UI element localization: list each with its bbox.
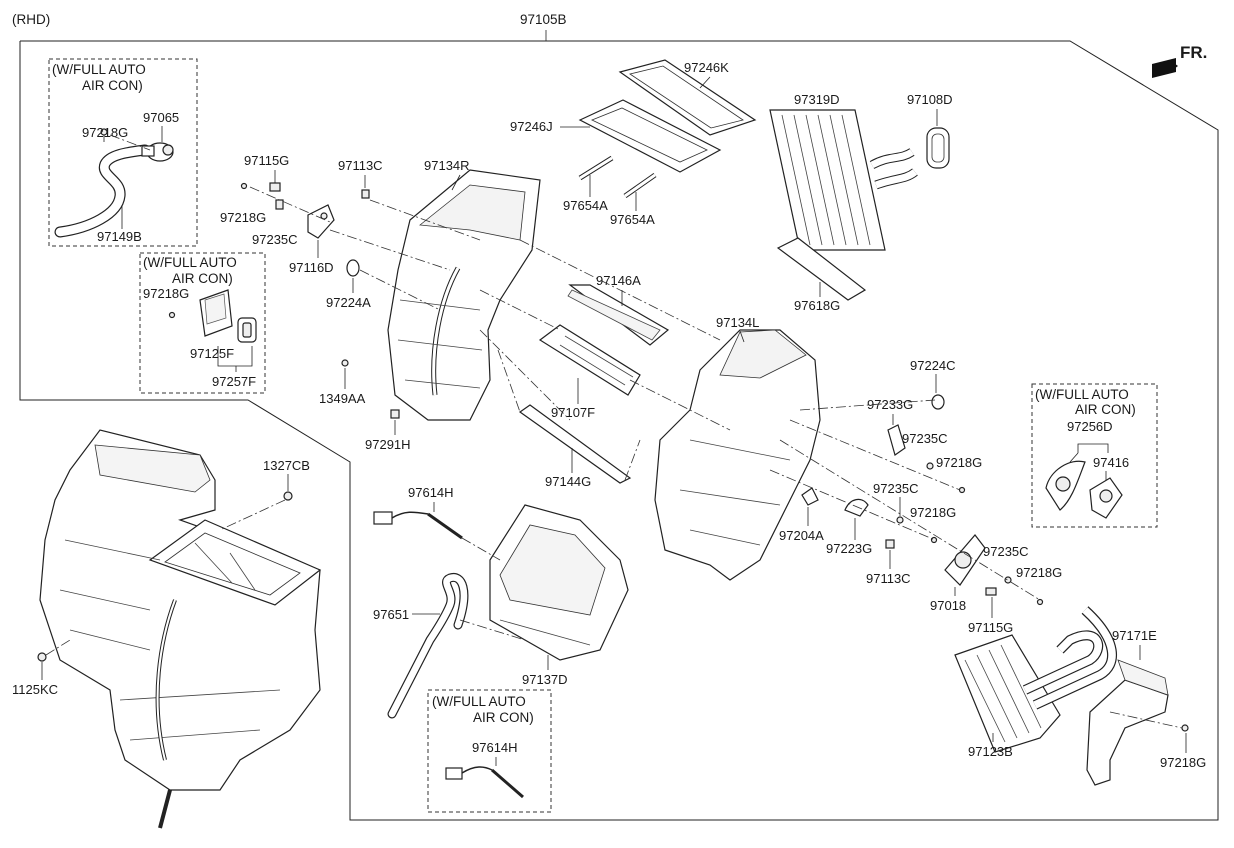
variant-label: (RHD) — [12, 12, 50, 27]
option-note: (W/FULL AUTO — [1035, 387, 1129, 402]
part-label: 97218G — [82, 125, 128, 140]
part-label: 97146A — [596, 273, 641, 288]
seal-97144G — [518, 404, 632, 484]
part-label: 97257F — [212, 374, 256, 389]
gasket-97257F — [237, 317, 257, 343]
part-label: 97137D — [522, 672, 568, 687]
part-label: 97171E — [1112, 628, 1157, 643]
part-label: 97319D — [794, 92, 840, 107]
part-label: 97018 — [930, 598, 966, 613]
evaporator-97319D — [769, 109, 918, 251]
part-label: 97654A — [563, 198, 608, 213]
assembly-outline — [19, 40, 1219, 821]
part-label: 97256D — [1067, 419, 1113, 434]
clip-97115G — [269, 182, 281, 192]
part-label: 97224A — [326, 295, 371, 310]
part-label: 97218G — [1016, 565, 1062, 580]
part-label: 97218G — [143, 286, 189, 301]
part-label: 97149B — [97, 229, 142, 244]
part-label: 97116D — [289, 260, 334, 275]
part-label: 97235C — [902, 431, 948, 446]
part-label: 97223G — [826, 541, 872, 556]
hose-97651 — [387, 572, 469, 719]
part-label: 97218G — [1160, 755, 1206, 770]
sensor-97614H-auto — [445, 766, 524, 799]
lever-97233G — [887, 424, 906, 456]
link-97204A — [801, 487, 819, 506]
part-label: 97218G — [910, 505, 956, 520]
part-label: 97134R — [424, 158, 470, 173]
part-label: 97618G — [794, 298, 840, 313]
part-label: 97416 — [1093, 455, 1129, 470]
front-direction-label: FR. — [1180, 43, 1207, 62]
part-label: 97204A — [779, 528, 824, 543]
filter-cover-97246K — [618, 59, 757, 136]
part-label: 97233G — [867, 397, 913, 412]
actuator-97125F — [199, 289, 233, 337]
drain-pan-97137D — [489, 504, 629, 661]
option-note: (W/FULL AUTO — [432, 694, 526, 709]
part-label: 97218G — [936, 455, 982, 470]
front-arrow-icon — [1152, 58, 1178, 78]
option-note: AIR CON) — [82, 78, 143, 93]
part-label: 97235C — [252, 232, 298, 247]
part-label: 97654A — [610, 212, 655, 227]
clip-97113C — [361, 189, 370, 199]
option-note: (W/FULL AUTO — [52, 62, 146, 77]
hose-97149B — [54, 144, 151, 238]
part-label: 97113C — [338, 158, 383, 173]
case-right-97134L — [654, 329, 821, 581]
heater-core-97123B — [954, 606, 1117, 753]
link-97224A — [346, 259, 360, 277]
option-box-sensor — [427, 689, 552, 813]
part-label: 97614H — [408, 485, 454, 500]
option-note: AIR CON) — [1075, 402, 1136, 417]
part-label: 1349AA — [319, 391, 366, 406]
seal-97618G — [776, 237, 867, 301]
damper-97107F — [538, 324, 641, 396]
part-label: 97651 — [373, 607, 409, 622]
part-label: 97246J — [510, 119, 553, 134]
part-label: 97144G — [545, 474, 591, 489]
part-label: 97115G — [968, 620, 1013, 635]
part-label: 1327CB — [263, 458, 310, 473]
part-label: 97115G — [244, 153, 289, 168]
hvac-assembly-overview — [39, 429, 322, 829]
option-box-aqs — [48, 58, 198, 247]
link-97224C — [931, 394, 945, 410]
part-label: 97291H — [365, 437, 411, 452]
option-box-motor — [1031, 383, 1158, 528]
actuator-97018 — [944, 534, 986, 586]
option-note: AIR CON) — [473, 710, 534, 725]
part-label: 97218G — [220, 210, 266, 225]
gasket-97108D — [926, 127, 950, 169]
part-label: 97113C — [866, 571, 911, 586]
option-note: (W/FULL AUTO — [143, 255, 237, 270]
damper-97146A — [567, 284, 670, 346]
part-label: 97224C — [910, 358, 956, 373]
part-label: 97108D — [907, 92, 953, 107]
sensor-97065 — [141, 142, 174, 162]
part-label: 97123B — [968, 744, 1013, 759]
part-label: 97235C — [873, 481, 919, 496]
case-left-97134R — [387, 169, 541, 421]
motor-97416 — [1089, 477, 1123, 519]
part-label: 97134L — [716, 315, 759, 330]
lever-97116D — [307, 204, 335, 239]
sensor-97614H — [373, 511, 463, 540]
filter-97246J — [578, 99, 722, 173]
part-label: 97246K — [684, 60, 729, 75]
part-label: 1125KC — [12, 682, 58, 697]
part-label: 97107F — [551, 405, 595, 420]
pipe-cover-97171E — [1086, 659, 1169, 786]
part-label: 97614H — [472, 740, 518, 755]
lever-97223G — [844, 498, 869, 517]
assembly-number: 97105B — [520, 12, 567, 27]
part-label: 97235C — [983, 544, 1029, 559]
part-label: 97125F — [190, 346, 234, 361]
option-note: AIR CON) — [172, 271, 233, 286]
part-label: 97065 — [143, 110, 179, 125]
actuator-97256D — [1045, 460, 1086, 511]
